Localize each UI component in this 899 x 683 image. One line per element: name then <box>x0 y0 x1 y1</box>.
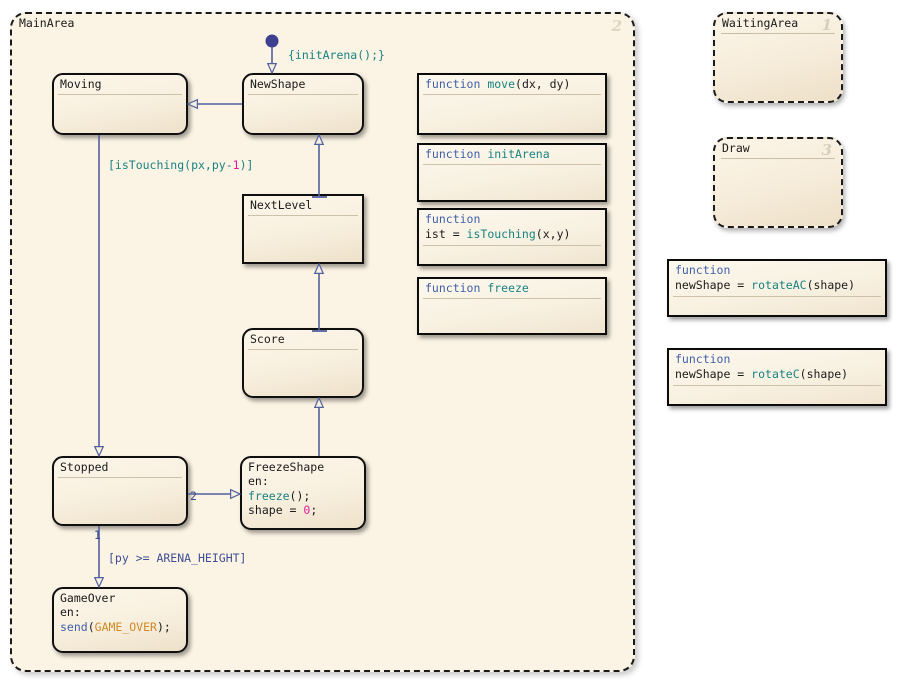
function-box-init-arena[interactable]: function initArena <box>417 143 607 202</box>
code-token: (shape) <box>806 278 856 292</box>
transition-order-stopped-freeze: 2 <box>190 489 197 503</box>
superstate-waiting-area[interactable]: WaitingArea 1 <box>713 12 843 103</box>
state-moving-divider <box>58 94 182 95</box>
state-moving[interactable]: Moving <box>52 73 188 135</box>
state-new-shape[interactable]: NewShape <box>242 73 364 135</box>
state-game-over[interactable]: GameOver en:send(GAME_OVER); <box>52 587 188 653</box>
function-box-freeze-divider <box>423 298 601 299</box>
superstate-main-area-label: MainArea <box>19 16 75 30</box>
function-box-move-divider <box>423 94 601 95</box>
state-next-level-label: NextLevel <box>250 198 313 212</box>
superstate-draw-index: 3 <box>821 141 832 159</box>
code-token: function <box>675 263 731 277</box>
state-next-level[interactable]: NextLevel <box>242 194 364 264</box>
code-token: function <box>425 77 488 91</box>
code-token: rotateC <box>751 367 800 381</box>
code-token: function <box>425 147 488 161</box>
transition-label-is-touching: [isTouching(px,py-1)] <box>108 158 253 172</box>
function-box-freeze-signature: function freeze <box>425 281 601 296</box>
state-next-level-divider <box>248 215 358 216</box>
code-token: 0 <box>303 503 311 517</box>
code-token: send <box>60 619 88 634</box>
code-token: (); <box>289 488 311 503</box>
transition-label-is-touching-number: 1 <box>232 158 240 172</box>
code-token: ); <box>156 619 171 634</box>
code-token: newShape = <box>675 278 752 292</box>
state-game-over-body: en:send(GAME_OVER); <box>60 605 182 634</box>
state-freeze-shape-label: FreezeShape <box>248 460 325 474</box>
function-box-freeze[interactable]: function freeze <box>417 277 607 335</box>
code-token: (shape) <box>799 367 849 381</box>
superstate-draw-label: Draw <box>722 141 750 155</box>
superstate-waiting-area-index: 1 <box>821 16 832 34</box>
code-token: (x,y) <box>535 227 571 241</box>
code-token: freeze <box>248 488 290 503</box>
code-token: ist = <box>425 227 467 241</box>
code-token: isTouching <box>466 227 536 241</box>
state-new-shape-divider <box>248 94 358 95</box>
code-token: function <box>425 212 481 226</box>
state-score[interactable]: Score <box>242 328 364 398</box>
code-token: rotateAC <box>751 278 807 292</box>
state-stopped-label: Stopped <box>60 460 109 474</box>
state-moving-label: Moving <box>60 77 102 91</box>
state-score-divider <box>248 349 358 350</box>
code-token: initArena <box>487 147 550 161</box>
superstate-main-area-index: 2 <box>611 17 622 35</box>
code-token: function <box>675 352 731 366</box>
code-token: freeze <box>487 281 529 295</box>
function-box-move[interactable]: function move(dx, dy) <box>417 73 607 135</box>
code-token: en: <box>60 605 81 619</box>
transition-label-is-touching-tail: )] <box>239 158 254 172</box>
state-game-over-label: GameOver <box>60 591 116 605</box>
code-token: ; <box>310 503 318 517</box>
transition-label-arena-height: [py >= ARENA_HEIGHT] <box>108 551 247 565</box>
superstate-waiting-area-label: WaitingArea <box>722 16 799 30</box>
code-token: shape = <box>248 503 304 517</box>
function-box-rotate-c-divider <box>673 385 881 386</box>
superstate-draw[interactable]: Draw 3 <box>713 137 843 228</box>
code-token: GAME_OVER <box>94 619 157 634</box>
function-box-move-signature: function move(dx, dy) <box>425 77 601 92</box>
state-freeze-shape-body: en:freeze();shape = 0; <box>248 474 360 518</box>
state-stopped-divider <box>58 477 182 478</box>
function-box-is-touching-divider <box>423 245 601 246</box>
state-new-shape-label: NewShape <box>250 77 306 91</box>
state-stopped[interactable]: Stopped <box>52 456 188 526</box>
state-freeze-shape[interactable]: FreezeShape en:freeze();shape = 0; <box>240 456 366 530</box>
code-token: move <box>487 77 516 91</box>
function-box-rotate-ac-divider <box>673 296 881 297</box>
code-token: newShape = <box>675 367 752 381</box>
code-token: en: <box>248 474 269 488</box>
transition-order-stopped-gameover: 1 <box>94 528 101 542</box>
function-box-init-arena-divider <box>423 164 601 165</box>
state-score-label: Score <box>250 332 285 346</box>
code-token: ( <box>87 619 95 634</box>
transition-label-init-arena: {initArena();} <box>288 48 385 62</box>
code-token: function <box>425 281 488 295</box>
superstate-waiting-area-divider <box>721 33 835 34</box>
transition-label-is-touching-text: [isTouching(px,py- <box>108 158 233 172</box>
superstate-draw-divider <box>721 158 835 159</box>
function-box-init-arena-signature: function initArena <box>425 147 601 162</box>
code-token: (dx, dy) <box>515 77 571 91</box>
